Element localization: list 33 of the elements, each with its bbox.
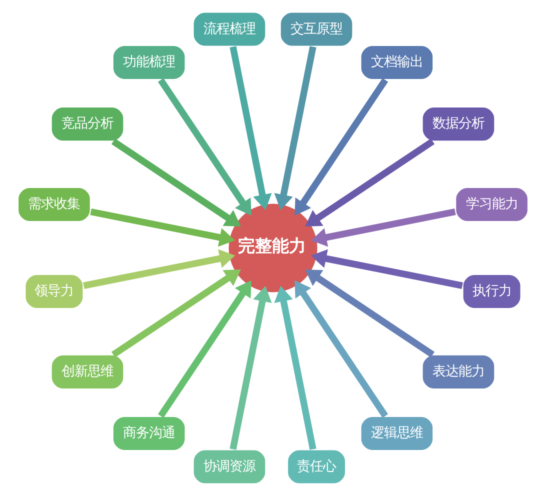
node-box: 流程梳理: [192, 11, 267, 48]
arrow: [111, 138, 241, 227]
node-box: 商务沟通: [112, 416, 186, 452]
arrow: [294, 280, 388, 418]
arrow: [111, 269, 241, 358]
arrow: [274, 46, 316, 210]
node-box: 逻辑思维: [360, 416, 434, 452]
arrow: [311, 208, 456, 247]
arrow: [158, 78, 252, 216]
node-box: 责任心: [286, 448, 346, 485]
arrow: [158, 280, 252, 418]
node-box: 执行力: [462, 274, 522, 310]
node-box: 学习能力: [454, 186, 529, 222]
node-box: 功能梳理: [112, 44, 186, 80]
node-box: 创新思维: [50, 354, 125, 390]
arrow: [90, 208, 235, 247]
node-box: 交互原型: [279, 11, 354, 48]
arrow: [305, 269, 435, 358]
node-box: 领导力: [24, 274, 84, 310]
node-box: 表达能力: [421, 354, 496, 390]
node-box: 协调资源: [192, 448, 267, 485]
arrow: [274, 286, 316, 450]
node-box: 需求收集: [17, 186, 92, 222]
arrow: [294, 78, 388, 216]
arrow: [230, 286, 272, 450]
arrow: [230, 46, 272, 210]
node-box: 文档输出: [360, 44, 434, 80]
arrow: [305, 138, 435, 227]
node-box: 数据分析: [421, 106, 496, 142]
node-circle: 完整能力: [227, 202, 319, 294]
arrow: [83, 249, 236, 289]
arrow: [310, 249, 463, 289]
node-box: 竞品分析: [50, 106, 125, 142]
